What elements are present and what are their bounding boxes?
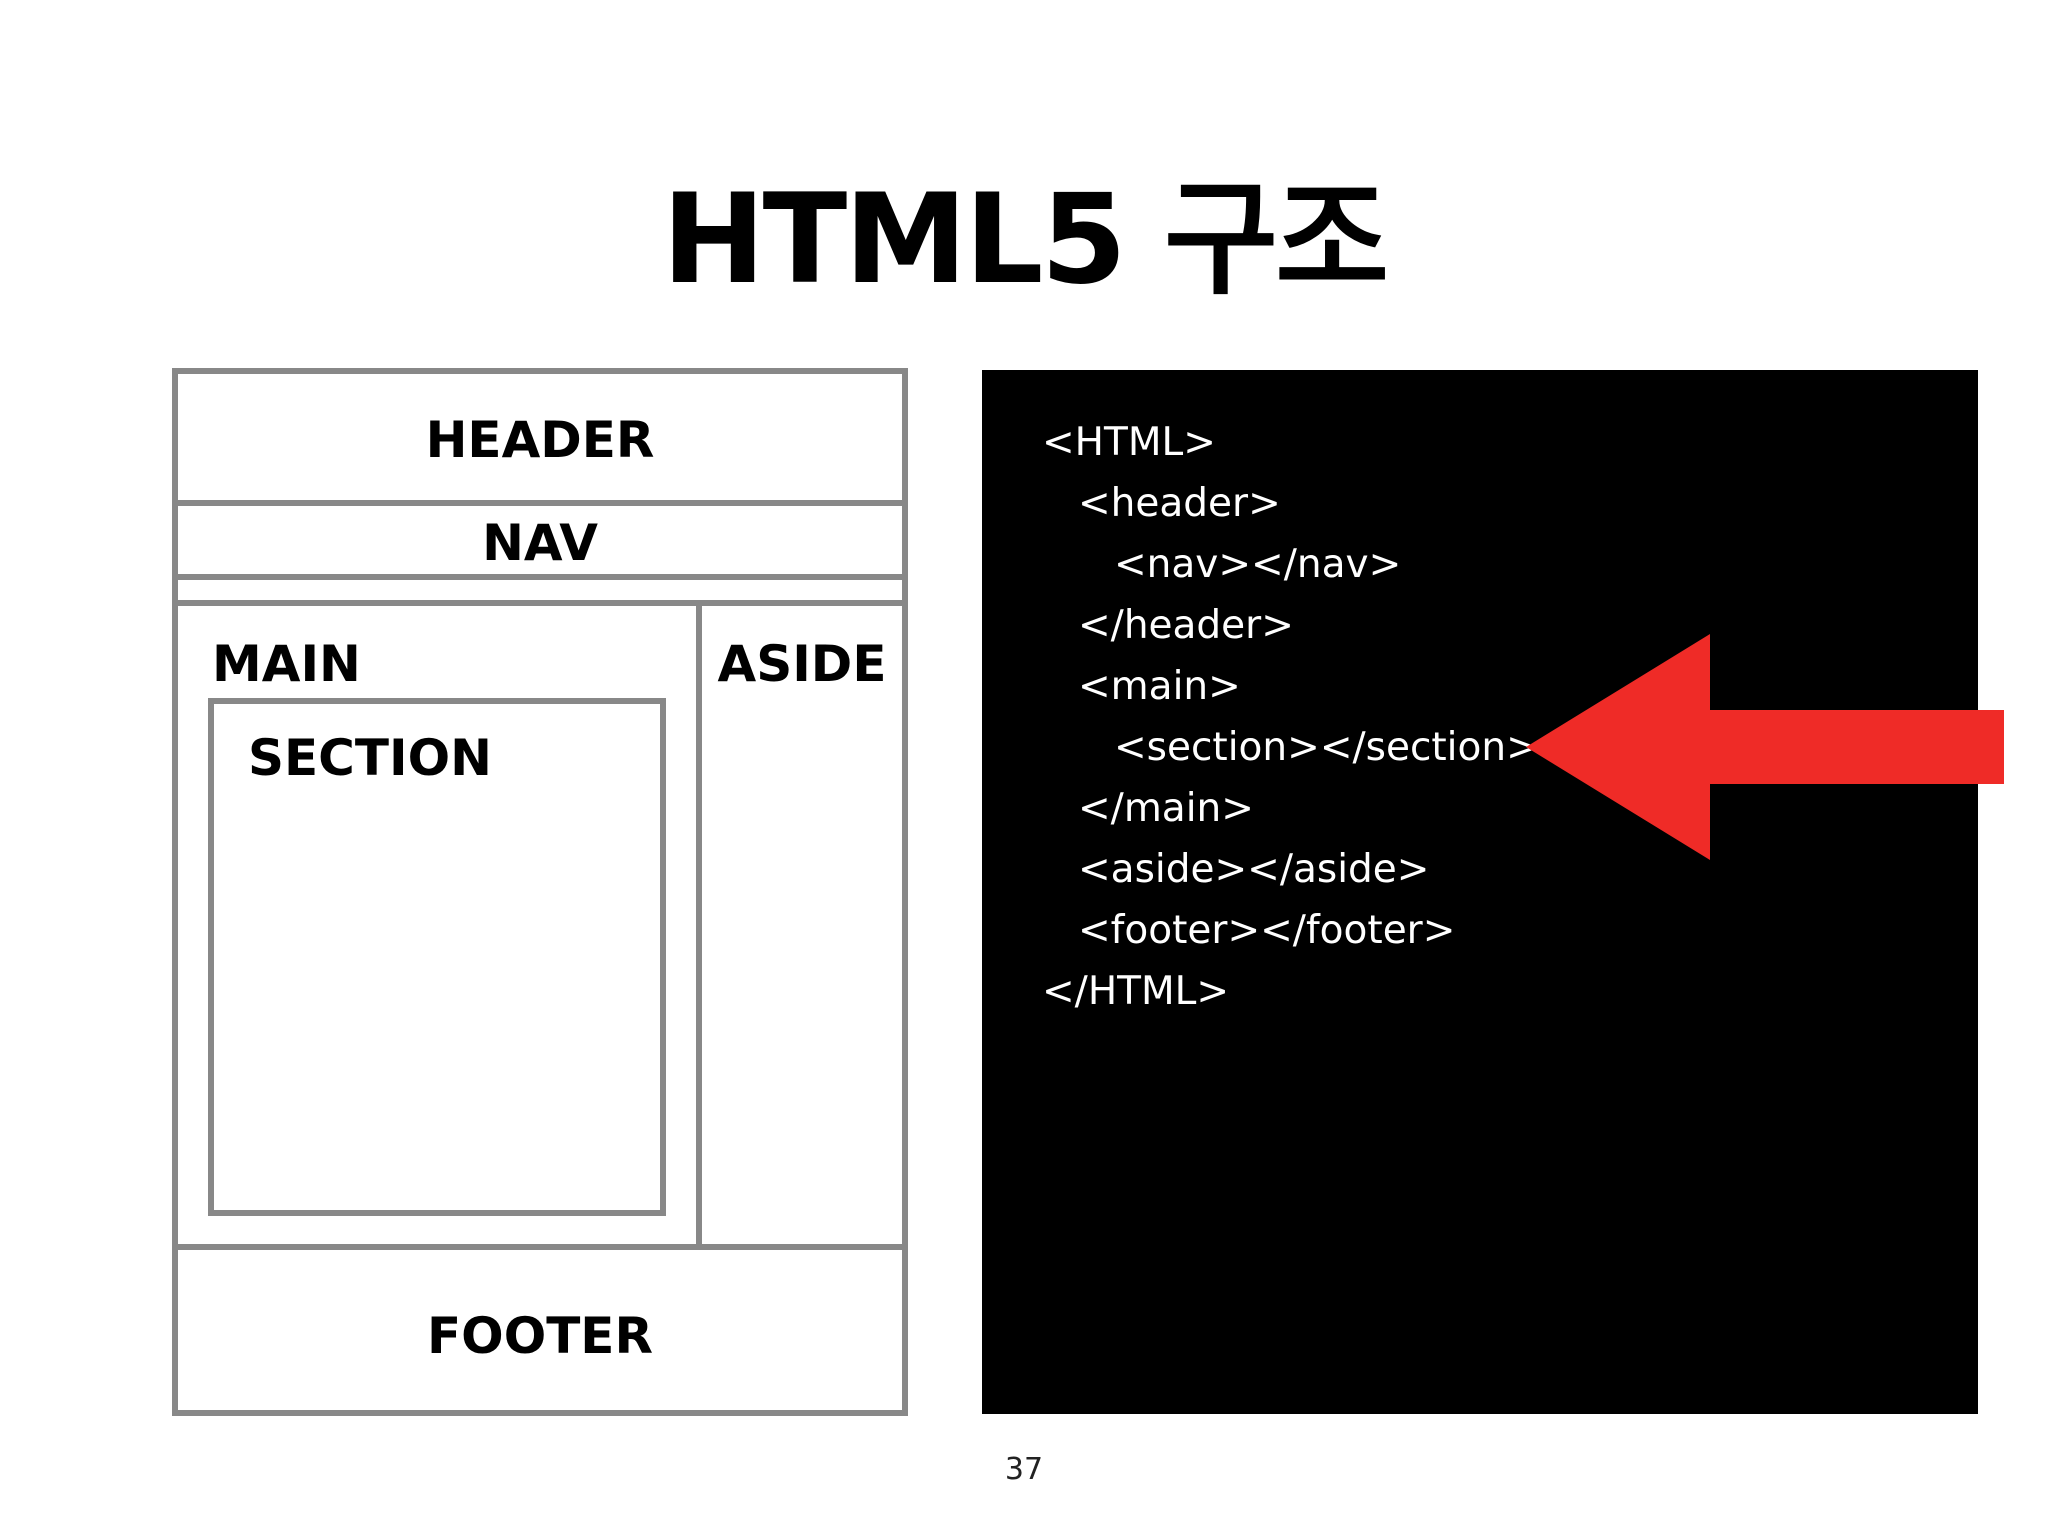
code-line-main-close: </main> [1078, 786, 1254, 831]
nav-box: NAV [172, 500, 908, 580]
left-arrow-icon [1526, 634, 2004, 860]
code-line-main-open: <main> [1078, 664, 1241, 709]
code-line-footer: <footer></footer> [1078, 908, 1456, 953]
aside-label: ASIDE [717, 635, 887, 693]
code-line-aside: <aside></aside> [1078, 847, 1430, 892]
aside-box: ASIDE [696, 600, 908, 1250]
code-line-header-close: </header> [1078, 603, 1294, 648]
code-line-section: <section></section> [1114, 725, 1539, 770]
code-line-html-close: </HTML> [1042, 969, 1230, 1014]
slide-title: HTML5 구조 [661, 168, 1389, 312]
footer-label: FOOTER [427, 1307, 653, 1365]
nav-label: NAV [482, 514, 598, 572]
code-line-html-open: <HTML> [1042, 420, 1216, 465]
header-label: HEADER [425, 411, 655, 469]
code-line-nav: <nav></nav> [1114, 542, 1402, 587]
code-line-header-open: <header> [1078, 481, 1281, 526]
code-panel: <HTML> <header> <nav></nav> </header> <m… [982, 370, 1978, 1414]
section-box: SECTION [208, 698, 666, 1216]
section-label: SECTION [248, 729, 492, 787]
main-label: MAIN [212, 635, 361, 693]
header-box: HEADER [172, 368, 908, 506]
page-number: 37 [1004, 1452, 1044, 1487]
footer-box: FOOTER [172, 1244, 908, 1416]
